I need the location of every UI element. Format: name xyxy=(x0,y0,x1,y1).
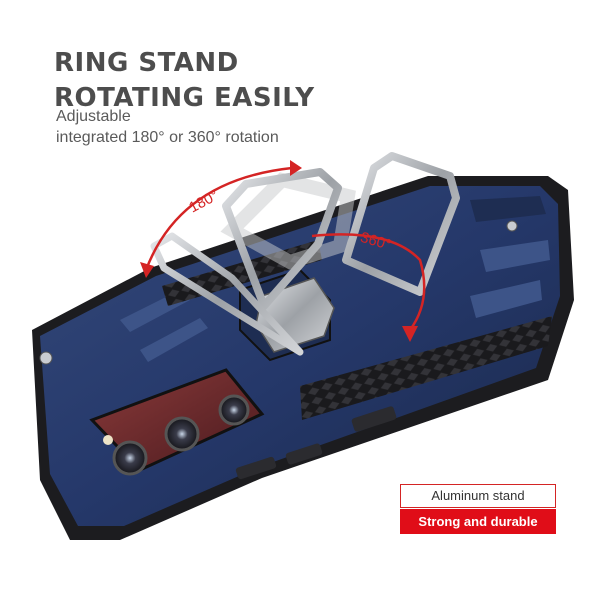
grip-strip-right xyxy=(300,316,552,420)
ring-stand xyxy=(150,232,304,356)
ring-stand xyxy=(222,168,342,310)
camera-lens xyxy=(164,416,200,452)
headline: RING STAND ROTATING EASILY xyxy=(54,46,315,116)
subheadline-line-2: integrated 180° or 360° rotation xyxy=(56,129,279,146)
subheadline-line-1: Adjustable xyxy=(56,108,131,125)
rotation-arrow-360 xyxy=(311,233,426,331)
subheadline: Adjustable integrated 180° or 360° rotat… xyxy=(56,106,279,148)
screw xyxy=(506,220,518,232)
screw xyxy=(39,351,53,365)
ring-stand xyxy=(342,152,460,296)
headline-line-2: ROTATING EASILY xyxy=(54,83,315,113)
feature-badge: Aluminum stand Strong and durable xyxy=(400,484,556,534)
headline-line-1: RING STAND xyxy=(54,48,239,78)
camera-lens xyxy=(218,394,250,426)
annotation-180: 180° xyxy=(186,187,221,217)
badge-material-label: Aluminum stand xyxy=(400,484,556,508)
ring-ghost xyxy=(220,172,356,270)
side-button xyxy=(351,406,397,432)
badge-strength-label: Strong and durable xyxy=(400,509,556,534)
rotation-arrow-180 xyxy=(144,166,293,271)
camera-lens xyxy=(112,440,148,476)
